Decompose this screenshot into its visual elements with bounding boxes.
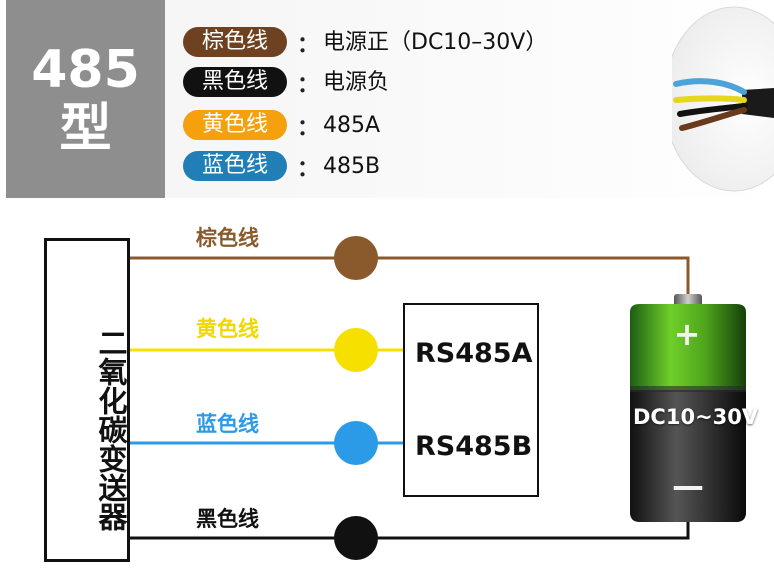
battery-plus-sign: + [673, 315, 701, 353]
legend-colon: ： [297, 116, 320, 141]
cable-sheath [742, 88, 774, 118]
wire-pill-blue: 蓝色线 [183, 151, 287, 181]
rs485a-label: RS485A [415, 338, 533, 369]
wire-label-brown: 棕色线 [196, 226, 259, 250]
cable-wire-yellow [673, 95, 747, 103]
wire-meaning-black: 电源负 [323, 70, 390, 95]
model-badge: 485 型 [6, 0, 165, 198]
wire-pill-black: 黑色线 [183, 67, 287, 97]
wire-pill-yellow: 黄色线 [183, 110, 287, 140]
battery-voltage-label: DC10~30V [633, 405, 759, 429]
legend-colon: ： [297, 73, 320, 98]
node-blue [334, 421, 378, 465]
node-black [334, 516, 378, 560]
cable-wire-black [677, 103, 747, 117]
model-number: 485 [31, 40, 140, 100]
rs485-terminal: RS485A RS485B [403, 303, 539, 497]
rs485b-label: RS485B [415, 431, 533, 462]
battery-minus-sign: — [672, 467, 704, 505]
cable-wire-brown [679, 107, 747, 131]
node-yellow [334, 328, 378, 372]
legend-colon: ： [297, 157, 320, 182]
wire-brown [130, 256, 690, 296]
wire-meaning-yellow: 485A [323, 113, 381, 138]
wire-label-blue: 蓝色线 [196, 412, 259, 436]
co2-transmitter: 二氧化碳变送器 [44, 238, 130, 562]
model-suffix: 型 [59, 99, 112, 159]
legend-colon: ： [297, 33, 320, 58]
wire-label-black: 黑色线 [196, 507, 259, 531]
wire-pill-brown: 棕色线 [183, 27, 287, 57]
wire-label-yellow: 黄色线 [196, 317, 259, 341]
transmitter-label: 二氧化碳变送器 [94, 327, 128, 531]
diagram-canvas [130, 236, 746, 560]
battery [630, 294, 746, 522]
wire-meaning-brown: 电源正（DC10–30V） [323, 30, 548, 55]
wiring-diagram: 二氧化碳变送器 RS485A RS485B 棕色线 黄色线 蓝色线 黑色线 + … [0, 200, 774, 586]
cable-wire-blue [673, 78, 747, 95]
wire-meaning-blue: 485B [323, 154, 381, 179]
node-brown [334, 236, 378, 280]
cable-photo [672, 6, 774, 192]
